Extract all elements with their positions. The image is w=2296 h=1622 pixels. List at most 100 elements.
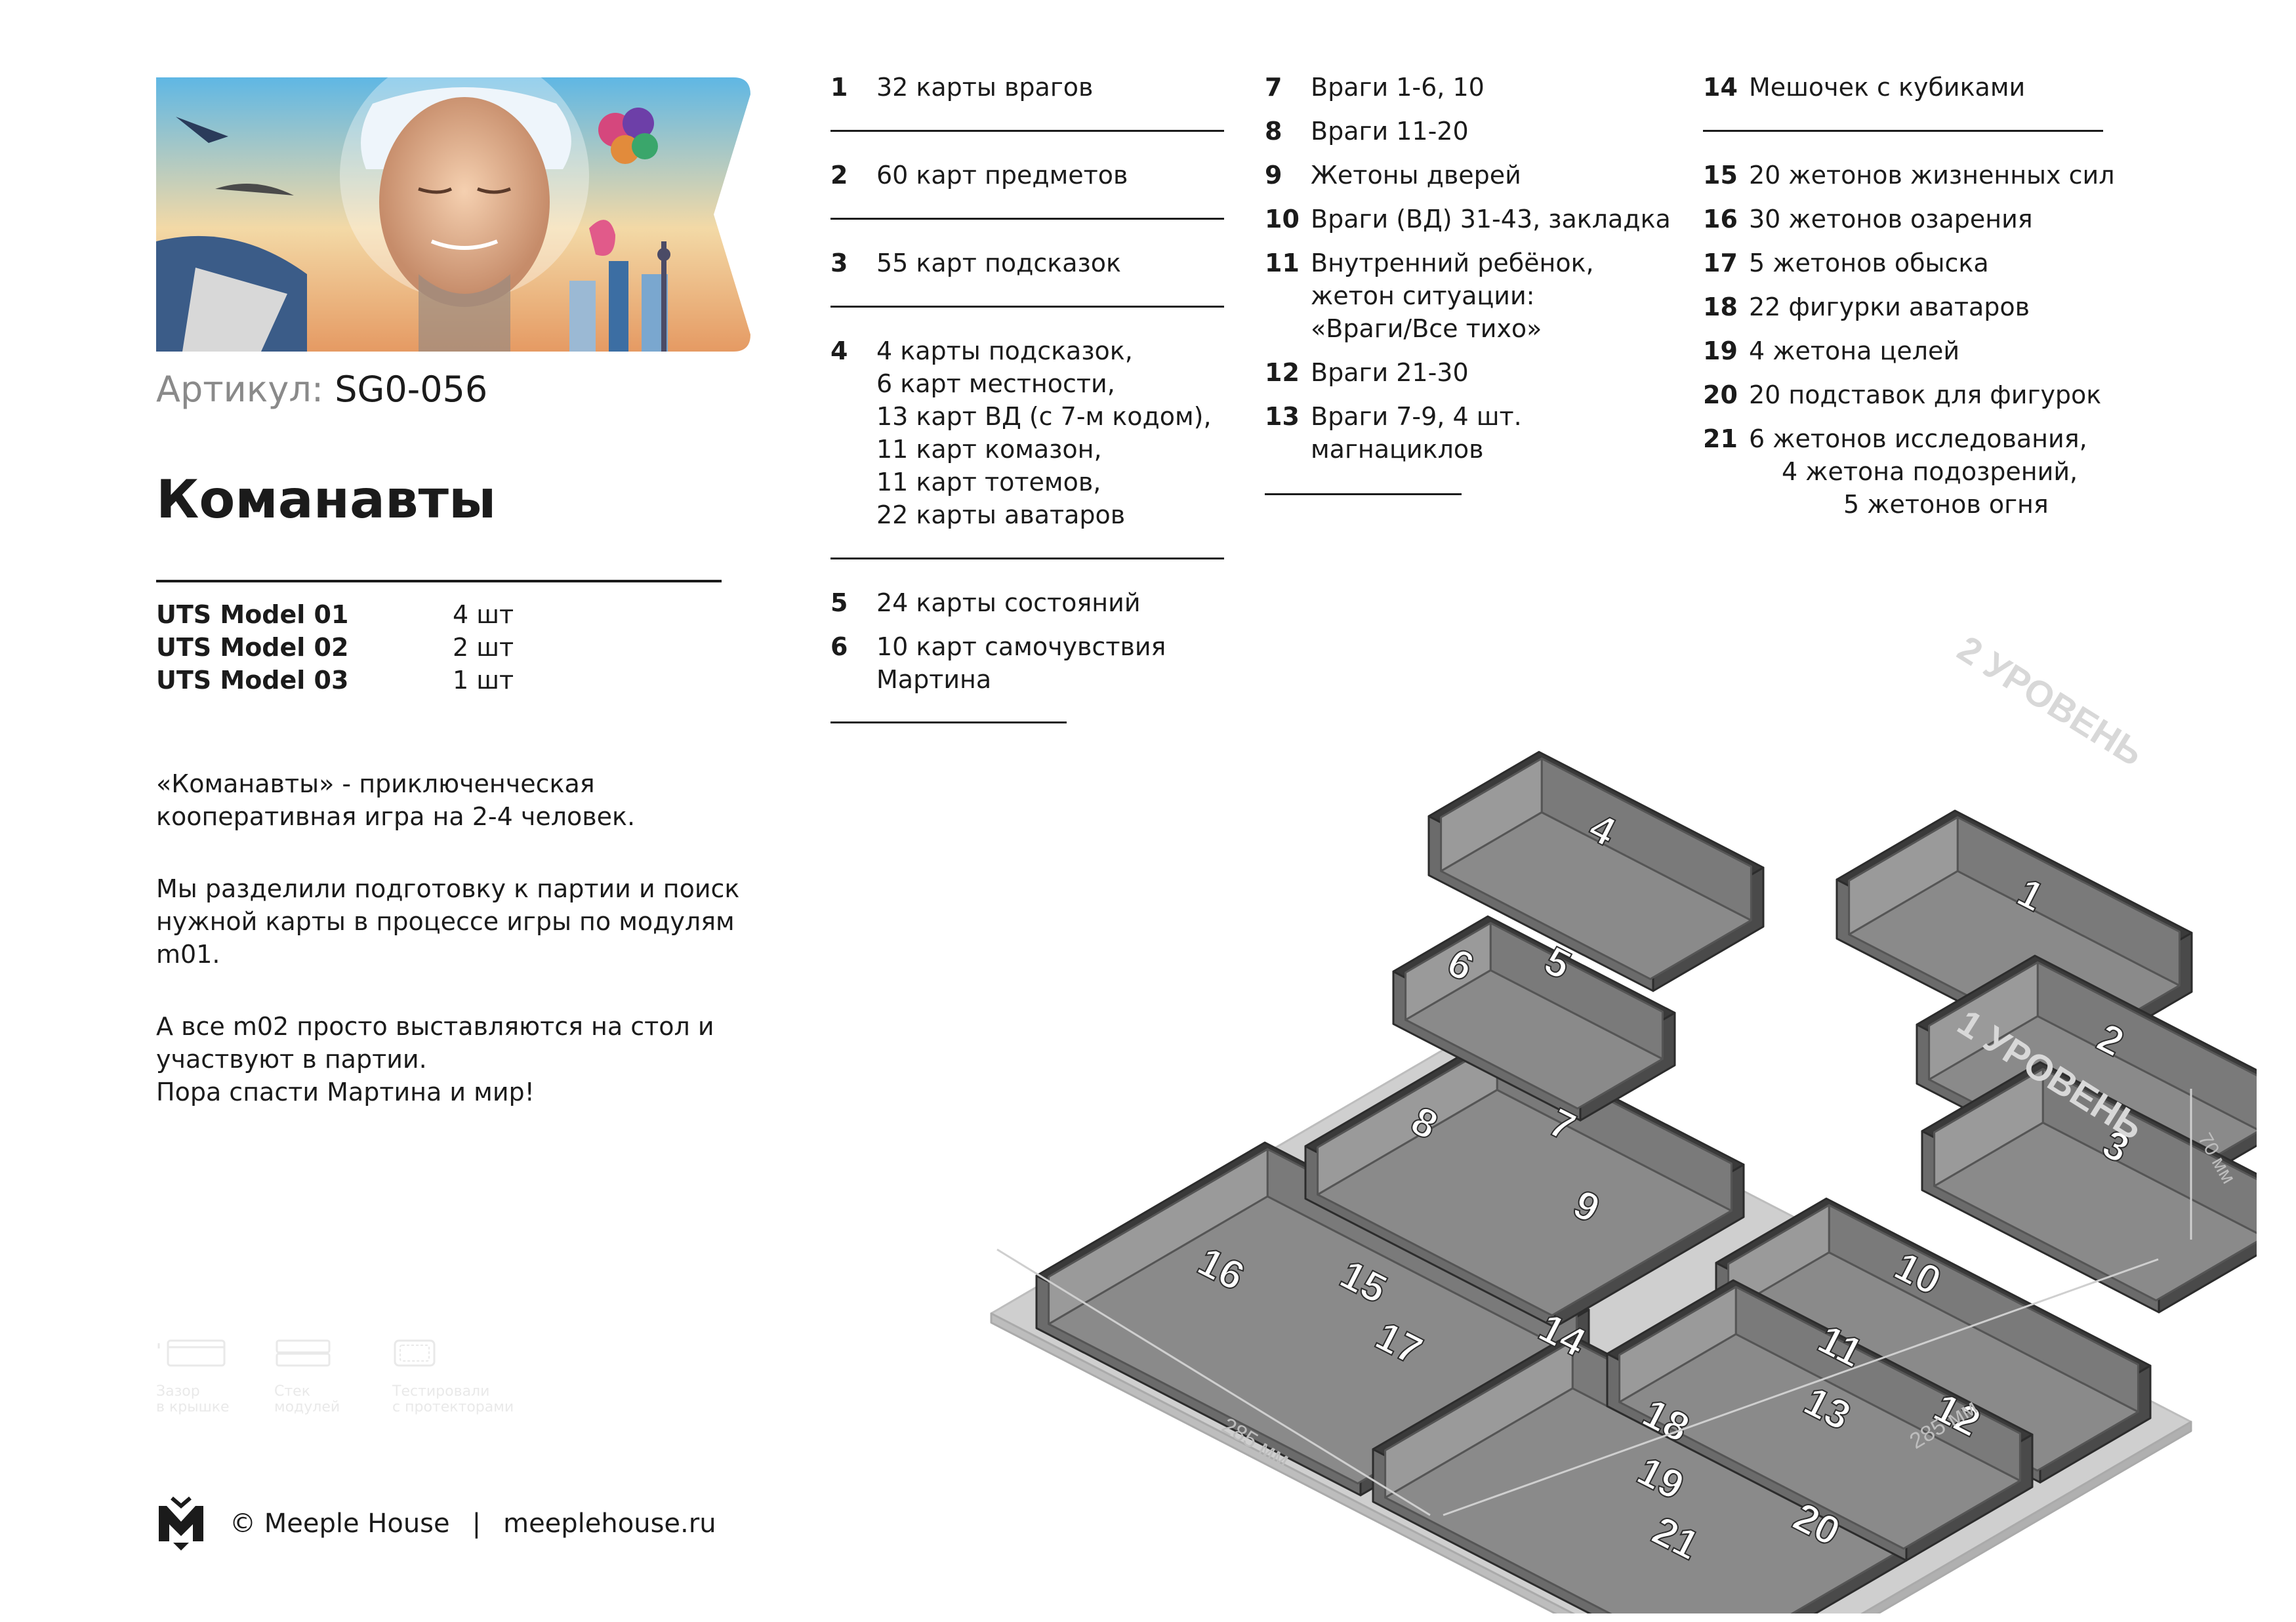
module-1-left-inner-wall xyxy=(1848,816,1959,936)
description-paragraph: Мы разделили подготовку к партии и поиск… xyxy=(156,872,786,971)
contents-item: 15 20 жетонов жизненных сил xyxy=(1703,159,2115,192)
contents-item: 9 Жетоны дверей xyxy=(1265,159,1671,192)
divider xyxy=(830,558,1224,559)
divider xyxy=(1703,130,2103,132)
module-name: UTS Model 03 xyxy=(156,666,349,695)
feature-label: с протекторами xyxy=(392,1399,514,1415)
module-name: UTS Model 02 xyxy=(156,633,349,662)
divider xyxy=(830,306,1224,308)
item-text: Враги 21-30 xyxy=(1311,358,1469,387)
item-number: 19 xyxy=(1703,336,1738,365)
description-paragraph: «Команавты» - приключенческая кооператив… xyxy=(156,767,786,833)
feature-label: Тестировали xyxy=(392,1383,490,1400)
description-paragraph: А все m02 просто выставляются на стол и … xyxy=(156,1010,786,1108)
module-list: UTS Model 01 4 шт UTS Model 02 2 шт UTS … xyxy=(156,598,514,697)
contents-item: 20 20 подставок для фигурок xyxy=(1703,378,2115,411)
copyright: © Meeple House xyxy=(230,1509,450,1539)
item-number: 14 xyxy=(1703,73,1738,102)
module-name: UTS Model 01 xyxy=(156,600,349,629)
contents-item: 14 Мешочек с кубиками xyxy=(1703,71,2115,104)
divider xyxy=(156,580,722,582)
item-text: 22 фигурки аватаров xyxy=(1749,293,2030,321)
item-number: 15 xyxy=(1703,161,1738,190)
module-qty: 2 шт xyxy=(453,633,514,662)
item-number: 9 xyxy=(1265,161,1282,190)
item-number: 18 xyxy=(1703,293,1738,321)
item-number: 17 xyxy=(1703,249,1738,277)
contents-item: 17 5 жетонов обыска xyxy=(1703,247,2115,279)
article-code: SG0-056 xyxy=(335,369,488,410)
item-text: 13 карт ВД (с 7-м кодом), xyxy=(876,402,1212,431)
module-18-21-left-inner-wall xyxy=(1384,1340,1574,1499)
item-number: 6 xyxy=(830,632,848,661)
item-text: 4 жетона подозрений, xyxy=(1782,457,2078,486)
contents-item: 13 Враги 7-9, 4 шт. магнациклов xyxy=(1265,400,1671,466)
item-text: 11 карт комазон, xyxy=(876,435,1102,464)
item-number: 11 xyxy=(1265,249,1300,277)
divider xyxy=(830,218,1224,220)
contents-item: 21 6 жетонов исследования, 4 жетона подо… xyxy=(1703,422,2115,521)
item-text: 22 карты аватаров xyxy=(876,500,1126,529)
item-text: 11 карт тотемов, xyxy=(876,468,1101,497)
item-text: 32 карты врагов xyxy=(876,73,1094,102)
module-qty: 1 шт xyxy=(453,666,514,695)
feature-label: модулей xyxy=(274,1399,340,1415)
module-2-left-inner-wall xyxy=(1928,961,2039,1081)
level-1-modules xyxy=(1035,1035,2152,1613)
description-line: Мы разделили подготовку к партии и поиск xyxy=(156,874,740,903)
contents-item: 8 Враги 11-20 xyxy=(1265,115,1671,148)
feature-label: Стек xyxy=(274,1383,310,1400)
module-row: UTS Model 02 2 шт xyxy=(156,631,514,664)
item-text: Мешочек с кубиками xyxy=(1749,73,2026,102)
item-text: жетон ситуации: xyxy=(1311,281,1535,310)
item-number: 3 xyxy=(830,249,848,277)
contents-item: 6 10 карт самочувствия Мартина xyxy=(830,630,1212,696)
item-text: 55 карт подсказок xyxy=(876,249,1121,277)
feature-label: в крышке xyxy=(156,1399,230,1415)
item-text: Жетоны дверей xyxy=(1311,161,1521,190)
item-text: «Враги/Все тихо» xyxy=(1311,314,1542,343)
contents-column-3: 14 Мешочек с кубиками 15 20 жетонов жизнен… xyxy=(1703,71,2115,521)
item-text: 24 карты состояний xyxy=(876,588,1141,617)
item-text: Внутренний ребёнок, xyxy=(1311,249,1594,277)
item-text: 20 подставок для фигурок xyxy=(1749,380,2102,409)
description-line: участвуют в партии. xyxy=(156,1045,427,1074)
item-number: 20 xyxy=(1703,380,1738,409)
item-text: 4 жетона целей xyxy=(1749,336,1960,365)
article-line: Артикул: SG0-056 xyxy=(156,369,487,410)
divider xyxy=(1265,493,1462,495)
meeple-house-logo-icon xyxy=(159,1496,203,1551)
description-line: нужной карты в процессе игры по модулям xyxy=(156,907,735,936)
item-number: 10 xyxy=(1265,205,1300,233)
item-number: 13 xyxy=(1265,402,1300,431)
item-text: Враги (ВД) 31-43, закладка xyxy=(1311,205,1671,233)
item-text: 5 жетонов обыска xyxy=(1749,249,1989,277)
item-number: 4 xyxy=(830,336,848,365)
contents-item: 4 4 карты подсказок, 6 карт местности, 1… xyxy=(830,335,1212,531)
item-number: 21 xyxy=(1703,424,1738,453)
feature-label: Зазор xyxy=(156,1383,200,1400)
item-text: 4 карты подсказок, xyxy=(876,336,1133,365)
divider xyxy=(830,130,1224,132)
divider xyxy=(830,721,1067,723)
description-line: А все m02 просто выставляются на стол и xyxy=(156,1012,714,1041)
footer-separator: | xyxy=(472,1509,482,1539)
module-row: UTS Model 01 4 шт xyxy=(156,598,514,631)
item-text: Враги 11-20 xyxy=(1311,117,1469,146)
item-number: 2 xyxy=(830,161,848,190)
item-text: 20 жетонов жизненных сил xyxy=(1749,161,2115,190)
website-link[interactable]: meeplehouse.ru xyxy=(503,1509,716,1539)
feature-icons: Зазор в крышке Стек модулей Тестировали … xyxy=(156,1338,517,1415)
module-5-6-left-inner-wall xyxy=(1404,922,1492,1021)
page-title: Команавты xyxy=(156,469,497,530)
item-text: Враги 7-9, 4 шт. xyxy=(1311,402,1522,431)
item-number: 12 xyxy=(1265,358,1300,387)
item-number: 8 xyxy=(1265,117,1282,146)
stack-modules-icon xyxy=(276,1339,331,1367)
